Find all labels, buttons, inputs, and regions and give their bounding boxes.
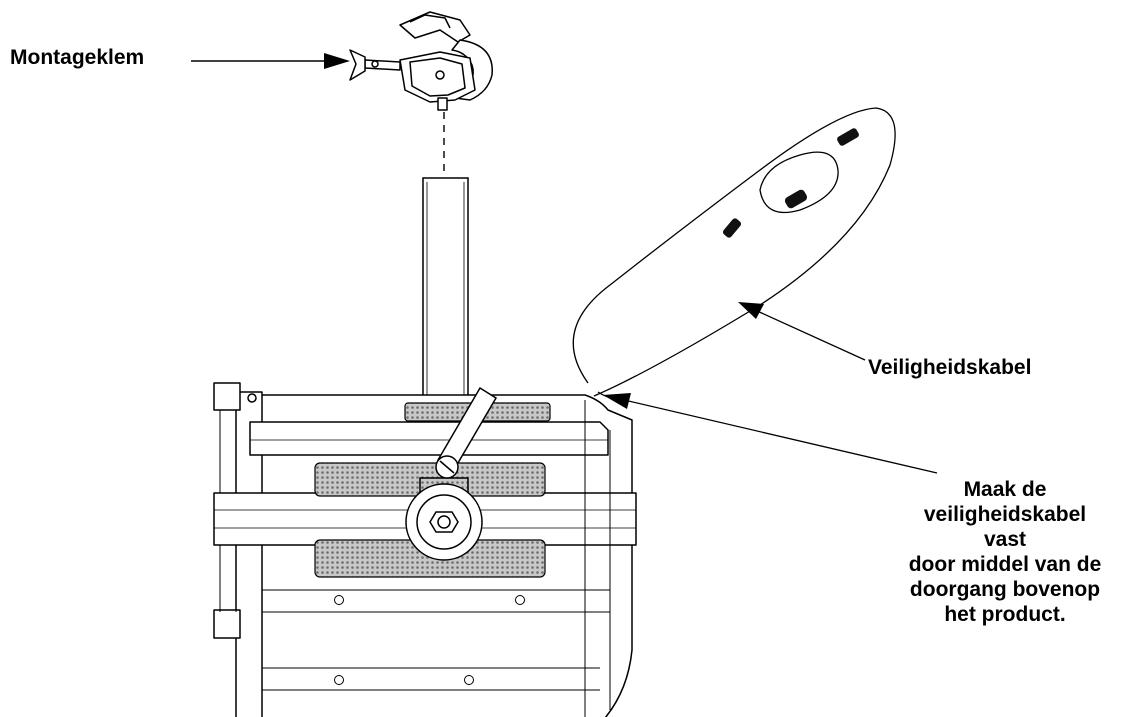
attachment-instruction-label: Maak de veiligheidskabel vast door midde…	[908, 478, 1102, 626]
safety-cable	[572, 107, 896, 402]
safety-cable-arrow	[738, 302, 866, 361]
clamp-arrow	[191, 53, 350, 69]
safety-cable-label: Veiligheidskabel	[868, 356, 1032, 379]
mounting-clamp	[349, 11, 493, 111]
yoke-pivot	[405, 386, 498, 561]
attachment-arrow	[603, 393, 938, 474]
housing-screws	[334, 595, 525, 685]
vent-grilles	[314, 402, 551, 578]
mounting-clamp-label: Montageklem	[10, 46, 145, 69]
